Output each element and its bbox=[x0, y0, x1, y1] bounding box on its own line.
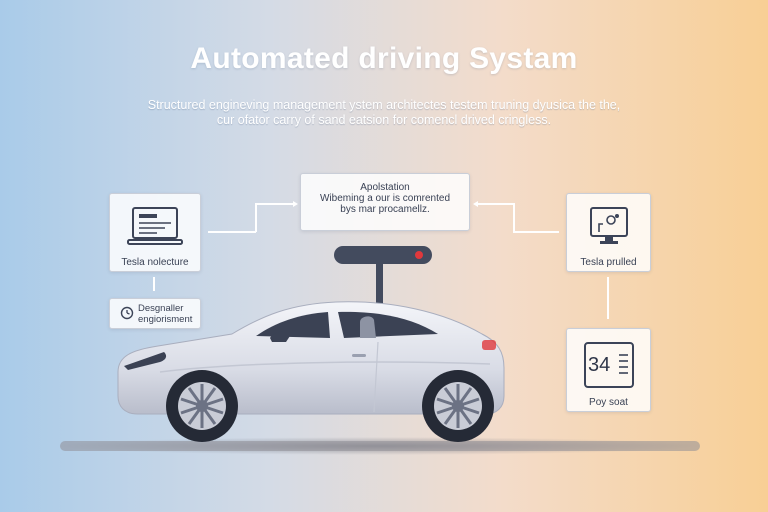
connector-right-top bbox=[478, 203, 514, 205]
connector-right-down bbox=[607, 277, 609, 319]
car-wheel-front bbox=[166, 370, 238, 442]
car-wheel-rear bbox=[422, 370, 494, 442]
monitor-icon bbox=[590, 207, 628, 244]
subtitle-line-2: cur ofator carry of sand eatsion for com… bbox=[216, 113, 552, 127]
left-small-card: Desgnaller engiorisment bbox=[109, 298, 201, 329]
right-bottom-card: 34 Poy soat bbox=[566, 328, 651, 412]
connector-left-vertical bbox=[255, 203, 257, 232]
connector-left-horizontal bbox=[208, 231, 256, 233]
display-icon bbox=[584, 342, 634, 388]
sensor-light-icon bbox=[415, 251, 423, 259]
right-bottom-card-label: Poy soat bbox=[589, 397, 628, 408]
car-taillight bbox=[482, 340, 496, 350]
car-seat bbox=[360, 316, 376, 338]
arrow-right-icon bbox=[293, 201, 298, 207]
car-door-line bbox=[373, 341, 379, 413]
left-card: Tesla nolecture bbox=[109, 193, 201, 272]
left-card-label: Tesla nolecture bbox=[121, 257, 189, 268]
sensor-bar bbox=[334, 246, 432, 264]
right-card-label: Tesla prulled bbox=[580, 257, 637, 268]
car-door-handle bbox=[352, 354, 366, 357]
top-card: Apolstation Wibeming a our is comrented … bbox=[300, 173, 470, 231]
car-window-front bbox=[256, 312, 330, 338]
car-mirror bbox=[270, 331, 290, 342]
laptop-icon bbox=[127, 207, 183, 245]
page-title: Automated driving Systam bbox=[190, 42, 578, 75]
connector-right-vertical bbox=[513, 203, 515, 232]
top-card-text-1: Wibeming a our is comrented bbox=[319, 193, 451, 204]
right-bottom-card-value: 34 bbox=[588, 354, 611, 376]
left-small-card-text-1: Desgnaller bbox=[138, 303, 184, 314]
left-small-card-text-2: engiorisment bbox=[138, 314, 193, 325]
clock-icon bbox=[120, 306, 134, 320]
car-crease bbox=[159, 361, 491, 373]
right-card: Tesla prulled bbox=[566, 193, 651, 272]
car-headlight bbox=[124, 352, 167, 370]
connector-left-top bbox=[255, 203, 293, 205]
top-card-title: Apolstation bbox=[360, 182, 410, 193]
connector-right-horizontal bbox=[513, 231, 559, 233]
top-card-text-2: bys mar procamellz. bbox=[340, 204, 430, 215]
page-subtitle: Structured engineving management ystem a… bbox=[110, 98, 658, 128]
connector-left-down bbox=[153, 277, 155, 291]
ground-line bbox=[60, 441, 700, 451]
arrow-left-icon bbox=[473, 201, 478, 207]
subtitle-line-1: Structured engineving management ystem a… bbox=[147, 98, 621, 112]
sensor-pole bbox=[376, 262, 383, 306]
